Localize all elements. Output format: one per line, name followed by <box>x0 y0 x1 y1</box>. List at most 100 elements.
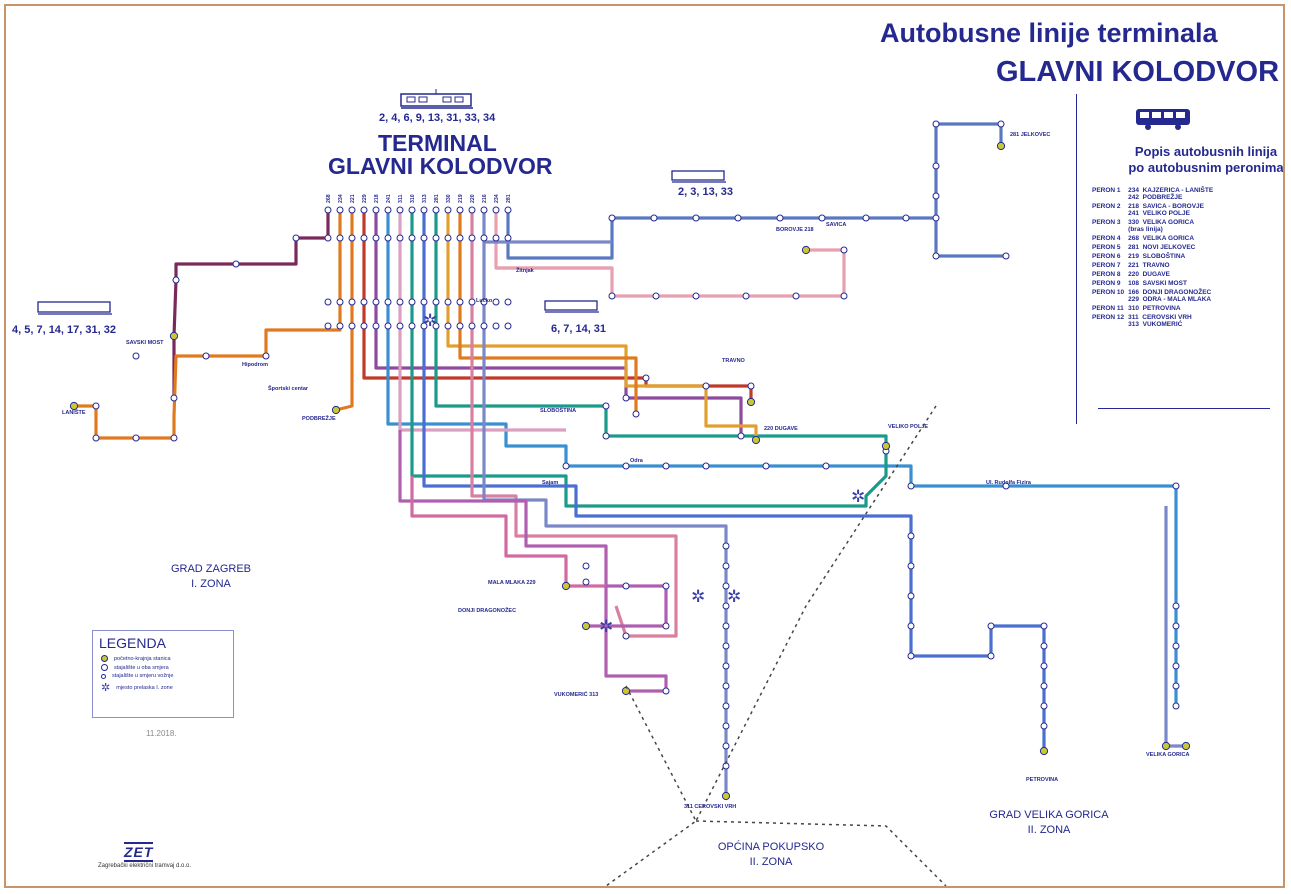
tram-stop-lines: 4, 5, 7, 14, 17, 31, 32 <box>12 324 116 336</box>
bus-stop <box>469 299 475 305</box>
station-label: MALA MLAKA 229 <box>488 580 536 586</box>
peron-lines: 310 PETROVINA <box>1126 304 1215 313</box>
station-label: SAVICA <box>826 222 846 228</box>
bus-stop <box>603 403 609 409</box>
bus-stop <box>505 235 511 241</box>
bus-stop <box>723 723 729 729</box>
bus-line-number: 234 <box>494 194 500 203</box>
terminal-name-line2: GLAVNI KOLODVOR <box>328 153 552 180</box>
bus-stop <box>623 395 629 401</box>
bus-stop <box>693 293 699 299</box>
peron-table: PERON 1234 KAJZERICA - LANIŠTE 242 PODBR… <box>1090 186 1215 329</box>
bus-stop <box>1173 483 1179 489</box>
bus-stop <box>133 435 139 441</box>
bus-stop <box>1173 663 1179 669</box>
bus-icon <box>1134 106 1192 132</box>
zone-crossing-icon: ✲ <box>851 487 865 506</box>
station-label: Športski centar <box>268 384 309 392</box>
bus-stop <box>171 395 177 401</box>
station-label: Sajam <box>542 480 558 486</box>
company-name: Zagrebački električni tramvaj d.o.o. <box>98 863 191 869</box>
bus-stop <box>457 299 463 305</box>
bus-stop <box>233 261 239 267</box>
peron-lines: 330 VELIKA GORICA (bras linija) <box>1126 218 1215 234</box>
bus-line-number: 281 <box>434 194 440 203</box>
station-label: PODBREŽJE <box>302 414 336 422</box>
peron-label: PERON 2 <box>1090 202 1126 218</box>
bus-stop <box>445 207 451 213</box>
bus-stop <box>171 435 177 441</box>
peron-title-line1: Popis autobusnih linija <box>1126 144 1285 160</box>
bus-line-number: 310 <box>410 194 416 203</box>
bus-stop <box>505 299 511 305</box>
bus-stop <box>908 563 914 569</box>
bus-route-line <box>508 124 1001 258</box>
station-label: Ul. Rudolfa Fizira <box>986 480 1032 486</box>
bus-stop <box>373 235 379 241</box>
terminus-stop <box>622 687 629 694</box>
bus-stop <box>493 235 499 241</box>
bus-route-line <box>484 210 612 242</box>
bus-line-number: 311 <box>398 195 404 203</box>
peron-label: PERON 10 <box>1090 288 1126 304</box>
bus-stop <box>505 207 511 213</box>
tram-icon <box>670 166 728 184</box>
stop-dot-icon <box>101 664 108 671</box>
station-label: VELIKA GORICA <box>1146 752 1190 758</box>
peron-lines: 218 SAVICA - BOROVJE 241 VELIKO POLJE <box>1126 202 1215 218</box>
bus-stop <box>623 463 629 469</box>
peron-label: PERON 11 <box>1090 304 1126 313</box>
legend-title: LEGENDA <box>99 635 227 651</box>
peron-lines: 166 DONJI DRAGONOŽEC 229 ODRA - MALA MLA… <box>1126 288 1215 304</box>
terminus-stop <box>1162 742 1169 749</box>
bus-route-line <box>496 210 844 296</box>
bus-stop <box>723 623 729 629</box>
station-label: 220 DUGAVE <box>764 426 798 432</box>
bus-stop <box>841 293 847 299</box>
bus-stop <box>777 215 783 221</box>
terminus-stop <box>997 142 1004 149</box>
bus-stop <box>433 207 439 213</box>
bus-stop <box>903 215 909 221</box>
bus-stop <box>1173 703 1179 709</box>
zone-pokupsko-name: OPĆINA POKUPSKO <box>696 840 846 855</box>
bus-stop <box>173 277 179 283</box>
bus-stop <box>633 411 639 417</box>
bus-stop <box>493 299 499 305</box>
bus-stop <box>373 207 379 213</box>
bus-stop <box>361 323 367 329</box>
bus-stop <box>663 463 669 469</box>
bus-stop <box>988 623 994 629</box>
terminal-tram-lines: 2, 4, 6, 9, 13, 31, 33, 34 <box>379 112 495 124</box>
bus-stop <box>421 207 427 213</box>
station-label: 311 CEROVSKI VRH <box>684 804 736 810</box>
bus-line-number: 241 <box>386 194 392 203</box>
bus-stop <box>663 583 669 589</box>
bus-route-line <box>436 210 886 451</box>
zone-borders <box>606 406 946 886</box>
terminus-stop <box>582 622 589 629</box>
legend: LEGENDA početno-krajnja stanica stajališ… <box>92 630 234 718</box>
bus-stop <box>1173 683 1179 689</box>
bus-stop <box>653 293 659 299</box>
bus-stop <box>337 235 343 241</box>
station-label: VUKOMERIĆ 313 <box>554 690 598 698</box>
bus-line-number: 281 <box>506 194 512 203</box>
tram-icon <box>543 296 601 314</box>
station-label: TRAVNO <box>722 358 746 364</box>
bus-stop <box>663 688 669 694</box>
bus-stop <box>908 623 914 629</box>
zone-border-line <box>606 686 696 886</box>
zone-border-line <box>696 406 936 821</box>
peron-row: PERON 5281 NOVI JELKOVEC <box>1090 243 1215 252</box>
bus-stop <box>397 299 403 305</box>
terminus-stop <box>802 246 809 253</box>
bus-stop <box>703 383 709 389</box>
bus-stop <box>361 299 367 305</box>
zone-velika-gorica: GRAD VELIKA GORICA II. ZONA <box>964 808 1134 838</box>
bus-stop <box>623 633 629 639</box>
bus-stop <box>325 299 331 305</box>
bus-stop <box>583 563 589 569</box>
legend-item: ✲mjesto prelaska I. zone <box>101 681 225 694</box>
